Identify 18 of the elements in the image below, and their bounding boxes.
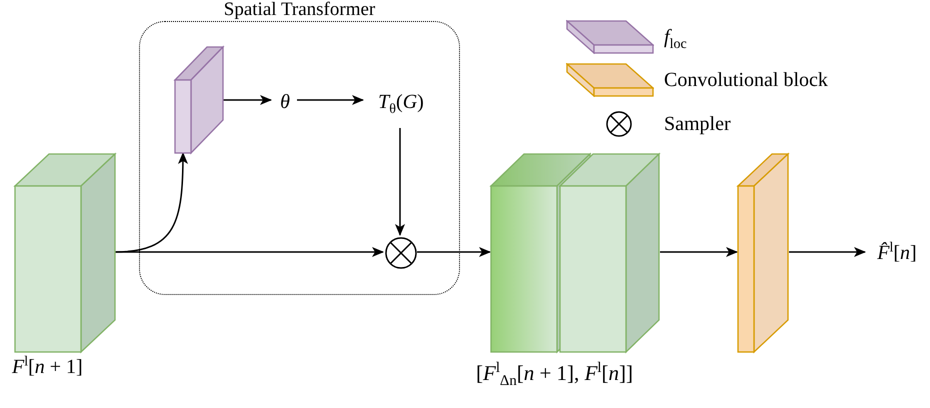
math-label: T$_{θ}$(G)	[378, 91, 424, 113]
arrow	[417, 247, 491, 257]
arrow	[116, 247, 384, 257]
arrow	[114, 152, 188, 253]
arrow	[297, 95, 364, 105]
tensor-label: F$^{l}$[n + 1]	[12, 356, 83, 378]
arrow	[660, 247, 738, 257]
arrow	[789, 247, 866, 257]
tensor-label: [F$^{l}$$_{Δn}$[n + 1], F$^{l}$[n]]	[476, 359, 633, 386]
legend-label: Convolutional block	[664, 69, 828, 91]
math-label: θ	[280, 91, 290, 113]
group-title: Spatial Transformer	[222, 0, 376, 21]
legend-label: Sampler	[664, 113, 731, 135]
arrow	[395, 128, 405, 236]
sampler-symbol	[385, 237, 417, 269]
arrow	[223, 95, 272, 105]
legend-label: f$_{loc}$	[664, 26, 687, 48]
math-label: F̂$^{l}$[n]	[877, 242, 917, 264]
